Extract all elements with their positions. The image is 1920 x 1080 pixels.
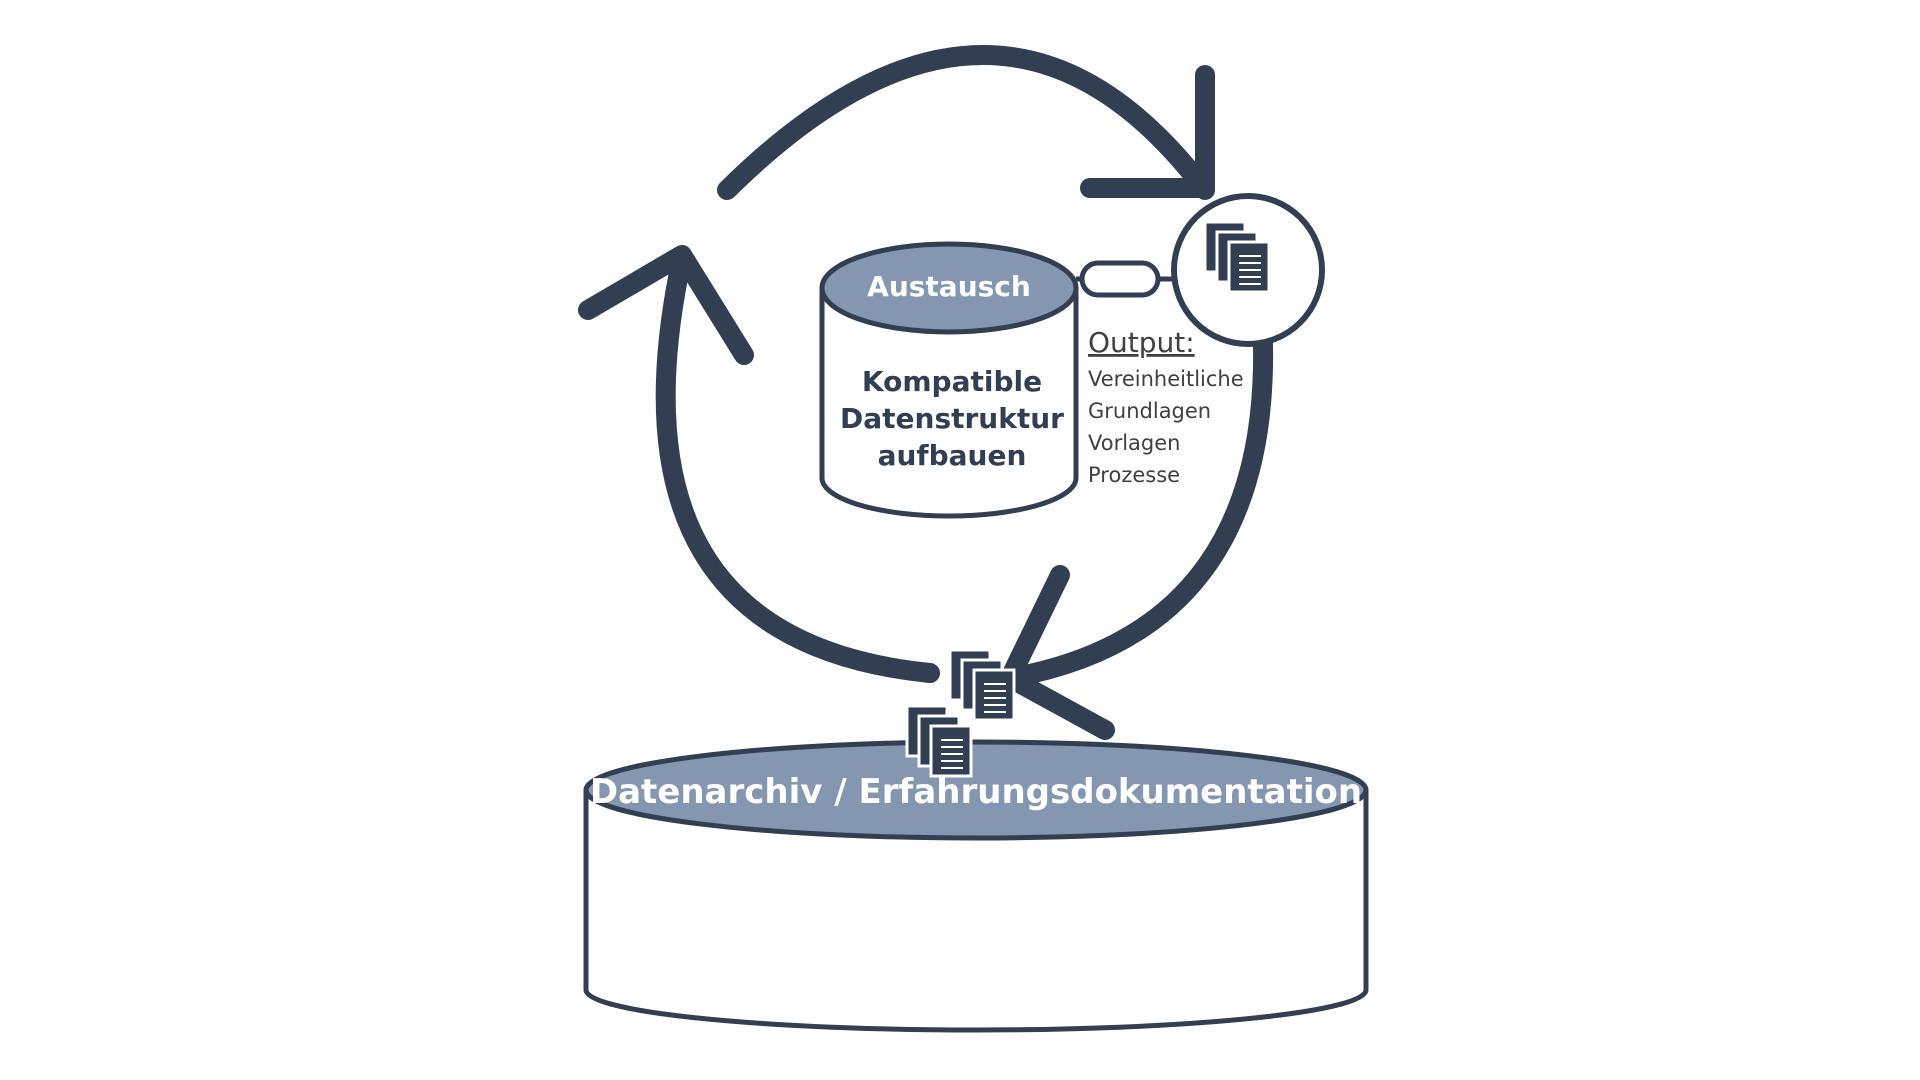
arrowhead-top-right: [1080, 65, 1215, 198]
output-item-4: Prozesse: [1088, 463, 1180, 487]
archive-label: Datenarchiv / Erfahrungsdokumentation: [590, 772, 1362, 812]
exchange-cylinder: Austausch Kompatible Datenstruktur aufba…: [819, 241, 1079, 519]
output-item-1: Vereinheitliche: [1088, 367, 1244, 391]
exchange-body-line-3: aufbauen: [878, 439, 1027, 472]
document-stack-icon: [948, 648, 1016, 722]
output-circle: [1171, 193, 1325, 347]
output-item-2: Grundlagen: [1088, 399, 1211, 423]
output-heading: Output:: [1088, 326, 1195, 359]
output-item-3: Vorlagen: [1088, 431, 1180, 455]
cycle-arc-right: [1000, 307, 1274, 688]
archive-cylinder-top: [583, 739, 1369, 841]
cycle-arc-left: [655, 248, 940, 683]
arrowhead-left: [578, 245, 754, 365]
cycle-arc-top: [717, 45, 1215, 200]
exchange-cylinder-top: [819, 241, 1079, 335]
exchange-body-line-1: Kompatible: [862, 365, 1042, 398]
exchange-top-label: Austausch: [867, 270, 1031, 303]
connector-link: [1076, 260, 1182, 298]
archive-cylinder: Datenarchiv / Erfahrungsdokumentation: [583, 739, 1369, 1033]
output-block: Output: Vereinheitliche Grundlagen Vorla…: [1088, 326, 1244, 487]
exchange-body-line-2: Datenstruktur: [840, 402, 1064, 435]
